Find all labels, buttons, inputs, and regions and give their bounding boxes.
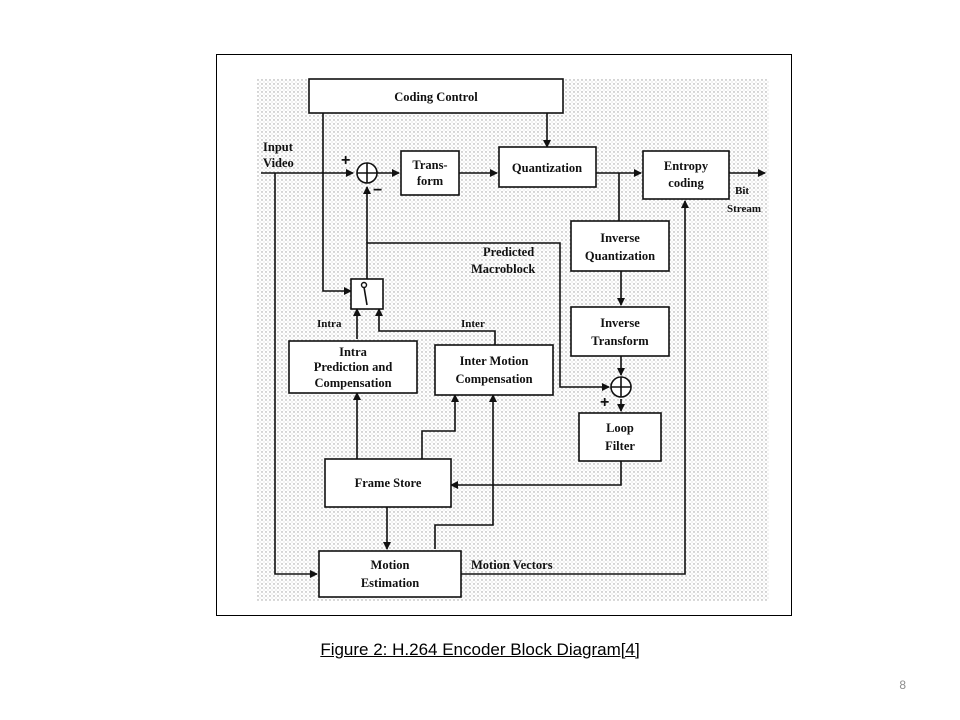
predicted-label-line2: Macroblock (471, 262, 535, 276)
loop-filter-label-line2: Filter (605, 439, 635, 453)
motion-est-label-line2: Estimation (361, 576, 419, 590)
intra-label-line3: Compensation (314, 376, 391, 390)
block-inverse-transform: Inverse Transform (570, 306, 670, 357)
plus-sign-adder: + (600, 394, 609, 411)
minus-sign: − (373, 182, 382, 199)
adder-node (610, 376, 632, 398)
intra-label-line2: Prediction and (314, 360, 393, 374)
transform-label-line2: form (417, 174, 444, 188)
encoder-block-diagram: Coding Control Trans- form Quantization … (257, 78, 769, 601)
entropy-label-line2: coding (668, 176, 704, 190)
input-label-line1: Input (263, 140, 294, 154)
block-quantization: Quantization (498, 146, 597, 188)
inverse-transform-label-line1: Inverse (600, 316, 640, 330)
block-inverse-quantization: Inverse Quantization (570, 220, 670, 272)
block-transform: Trans- form (400, 150, 460, 196)
figure-caption: Figure 2: H.264 Encoder Block Diagram[4] (0, 640, 960, 660)
block-coding-control: Coding Control (308, 78, 564, 114)
block-frame-store: Frame Store (324, 458, 452, 508)
plus-sign: + (341, 152, 350, 169)
inverse-quant-label-line1: Inverse (600, 231, 640, 245)
summing-node (356, 162, 378, 184)
inter-mc-label-line2: Compensation (455, 372, 532, 386)
input-label-line2: Video (263, 156, 294, 170)
coding-control-label: Coding Control (394, 90, 478, 104)
motion-est-label-line1: Motion (371, 558, 410, 572)
intra-input-label: Intra (317, 318, 342, 330)
inter-input-label: Inter (461, 318, 485, 330)
predicted-label-line1: Predicted (483, 245, 534, 259)
diagram-frame: Coding Control Trans- form Quantization … (216, 54, 792, 616)
motion-vectors-label: Motion Vectors (471, 558, 553, 572)
bit-stream-label-line2: Stream (727, 203, 761, 215)
caption-text: Figure 2: H.264 Encoder Block Diagram[4] (320, 640, 640, 659)
inverse-transform-label-line2: Transform (591, 334, 649, 348)
transform-label-line1: Trans- (412, 158, 447, 172)
entropy-label-line1: Entropy (664, 159, 709, 173)
block-loop-filter: Loop Filter (578, 412, 662, 462)
bit-stream-label-line1: Bit (735, 185, 749, 197)
block-motion-estimation: Motion Estimation (318, 550, 462, 598)
block-intra-prediction: Intra Prediction and Compensation (288, 340, 418, 394)
page-number: 8 (899, 678, 906, 692)
connections (261, 113, 766, 578)
intra-inter-switch (350, 278, 384, 310)
inverse-quant-label-line2: Quantization (585, 249, 655, 263)
block-inter-motion-compensation: Inter Motion Compensation (434, 344, 554, 396)
loop-filter-label-line1: Loop (606, 421, 634, 435)
intra-label-line1: Intra (339, 345, 368, 359)
quantization-label: Quantization (512, 161, 582, 175)
inter-mc-label-line1: Inter Motion (460, 354, 529, 368)
frame-store-label: Frame Store (355, 476, 422, 490)
block-entropy-coding: Entropy coding (642, 150, 730, 200)
